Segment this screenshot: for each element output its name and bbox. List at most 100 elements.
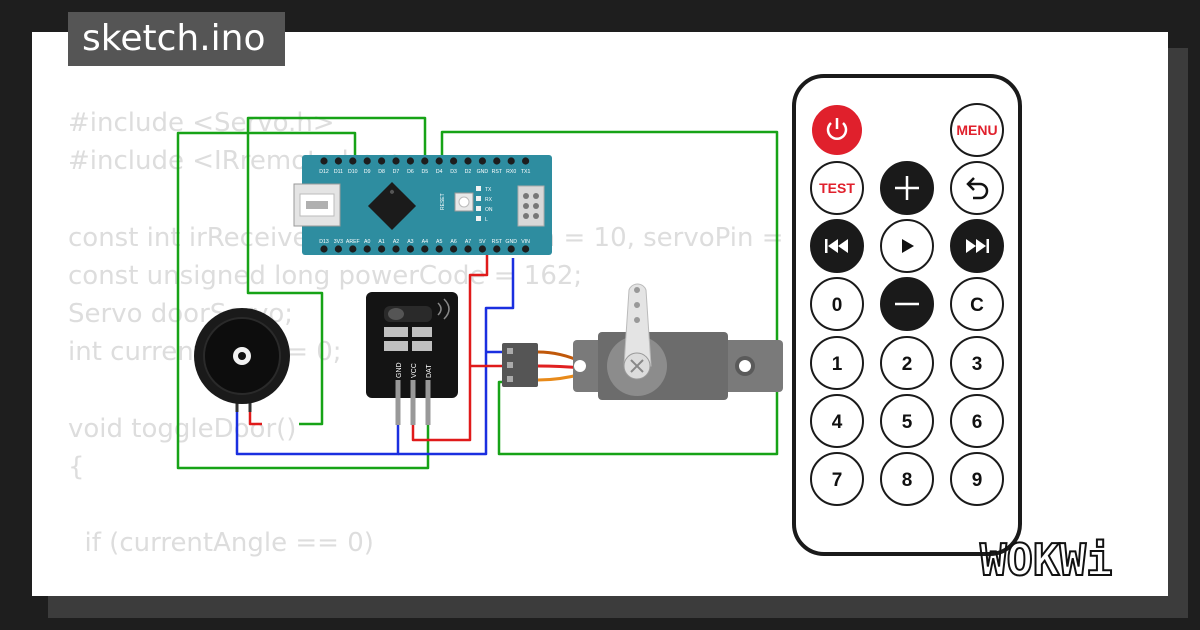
remote-button-3[interactable]: 3 <box>950 336 1004 390</box>
svg-text:WOKWi: WOKWi <box>980 535 1112 586</box>
ir-pin-label: DAT <box>426 364 433 378</box>
pin-hole[interactable] <box>507 245 515 253</box>
prev-icon <box>825 239 848 253</box>
pin-label: D9 <box>364 169 371 175</box>
pin-label: A5 <box>436 239 442 245</box>
remote-button-0[interactable]: 0 <box>810 277 864 331</box>
wire-red-buzzer <box>248 405 262 426</box>
pin-label: D13 <box>319 239 329 245</box>
code-line: void toggleDoor() <box>68 413 297 444</box>
pin-hole[interactable] <box>507 157 515 165</box>
pin-hole[interactable] <box>349 245 357 253</box>
power-icon <box>826 118 848 140</box>
remote-button-plus[interactable] <box>880 161 934 215</box>
pin-hole[interactable] <box>334 157 342 165</box>
pin-hole[interactable] <box>464 157 472 165</box>
pin-hole[interactable] <box>478 157 486 165</box>
led-label: L <box>485 217 488 223</box>
pin-hole[interactable] <box>478 245 486 253</box>
remote-button-label: 9 <box>972 470 983 491</box>
pin-label: D7 <box>393 169 400 175</box>
remote-button-power[interactable] <box>810 103 864 157</box>
remote-button-c[interactable]: C <box>950 277 1004 331</box>
code-line: #include <Servo.h> <box>68 108 335 138</box>
ir-receiver[interactable]: GND VCC DAT <box>366 292 458 425</box>
remote-button-9[interactable]: 9 <box>950 452 1004 506</box>
pin-label: GND <box>477 169 489 175</box>
pin-hole[interactable] <box>320 157 328 165</box>
pin-hole[interactable] <box>464 245 472 253</box>
wire-green-d4-servo <box>440 130 779 456</box>
pin-label: D4 <box>436 169 443 175</box>
pin-hole[interactable] <box>522 245 530 253</box>
led-label: ON <box>485 207 493 213</box>
remote-button-label: 4 <box>832 412 843 433</box>
pin-hole[interactable] <box>493 245 501 253</box>
pin-hole[interactable] <box>378 157 386 165</box>
remote-button-minus[interactable] <box>880 277 934 331</box>
pin-hole[interactable] <box>435 157 443 165</box>
pin-hole[interactable] <box>363 157 371 165</box>
remote-button-prev[interactable] <box>810 219 864 273</box>
remote-button-label: 7 <box>832 470 843 491</box>
code-line: const unsigned long powerCode = 162; <box>68 260 583 291</box>
remote-button-next[interactable] <box>950 219 1004 273</box>
remote-button-5[interactable]: 5 <box>880 394 934 448</box>
pin-hole[interactable] <box>435 245 443 253</box>
pin-label: AREF <box>346 239 360 245</box>
wire-blue-gnd-servo <box>398 258 515 456</box>
pin-hole[interactable] <box>450 157 458 165</box>
pin-label: D3 <box>450 169 457 175</box>
remote-button-2[interactable]: 2 <box>880 336 934 390</box>
remote-button-label: 0 <box>832 295 843 316</box>
remote-button-8[interactable]: 8 <box>880 452 934 506</box>
led-label: RX <box>485 197 493 203</box>
remote-button-4[interactable]: 4 <box>810 394 864 448</box>
remote-button-menu[interactable]: MENU <box>950 103 1004 157</box>
pin-label: D2 <box>465 169 472 175</box>
remote-button-label: 3 <box>972 354 983 375</box>
remote-button-7[interactable]: 7 <box>810 452 864 506</box>
pin-label: A0 <box>364 239 370 245</box>
pin-hole[interactable] <box>406 245 414 253</box>
pin-hole[interactable] <box>392 245 400 253</box>
remote-button-6[interactable]: 6 <box>950 394 1004 448</box>
remote-button-1[interactable]: 1 <box>810 336 864 390</box>
remote-button-back[interactable] <box>950 161 1004 215</box>
servo-motor[interactable] <box>502 283 783 400</box>
pin-hole[interactable] <box>421 245 429 253</box>
ir-pin-label: GND <box>396 362 403 378</box>
icsp-header <box>517 185 545 227</box>
pin-hole[interactable] <box>349 157 357 165</box>
pin-label: GND <box>505 239 517 245</box>
remote-button-play[interactable] <box>880 219 934 273</box>
pin-hole[interactable] <box>406 157 414 165</box>
file-tab[interactable]: sketch.ino <box>68 12 286 66</box>
pin-label: A2 <box>393 239 399 245</box>
pin-label: D5 <box>421 169 428 175</box>
remote-button-test[interactable]: TEST <box>810 161 864 215</box>
pin-label: RST <box>492 239 503 245</box>
pin-hole[interactable] <box>450 245 458 253</box>
pin-label: D12 <box>319 169 329 175</box>
pin-hole[interactable] <box>421 157 429 165</box>
pin-hole[interactable] <box>378 245 386 253</box>
pin-hole[interactable] <box>493 157 501 165</box>
ir-pin-label: VCC <box>411 363 418 378</box>
pin-label: D6 <box>407 169 414 175</box>
pin-label: 5V <box>479 239 486 245</box>
buzzer[interactable] <box>194 308 290 412</box>
pin-label: VIN <box>521 239 530 245</box>
remote-button-label: 2 <box>902 354 913 375</box>
led-indicator <box>476 186 481 191</box>
pin-label: RST <box>492 169 503 175</box>
pin-hole[interactable] <box>334 245 342 253</box>
pin-hole[interactable] <box>363 245 371 253</box>
pin-hole[interactable] <box>320 245 328 253</box>
pin-label: A1 <box>378 239 384 245</box>
pin-hole[interactable] <box>522 157 530 165</box>
remote-button-label: 1 <box>832 354 843 375</box>
pin-hole[interactable] <box>392 157 400 165</box>
